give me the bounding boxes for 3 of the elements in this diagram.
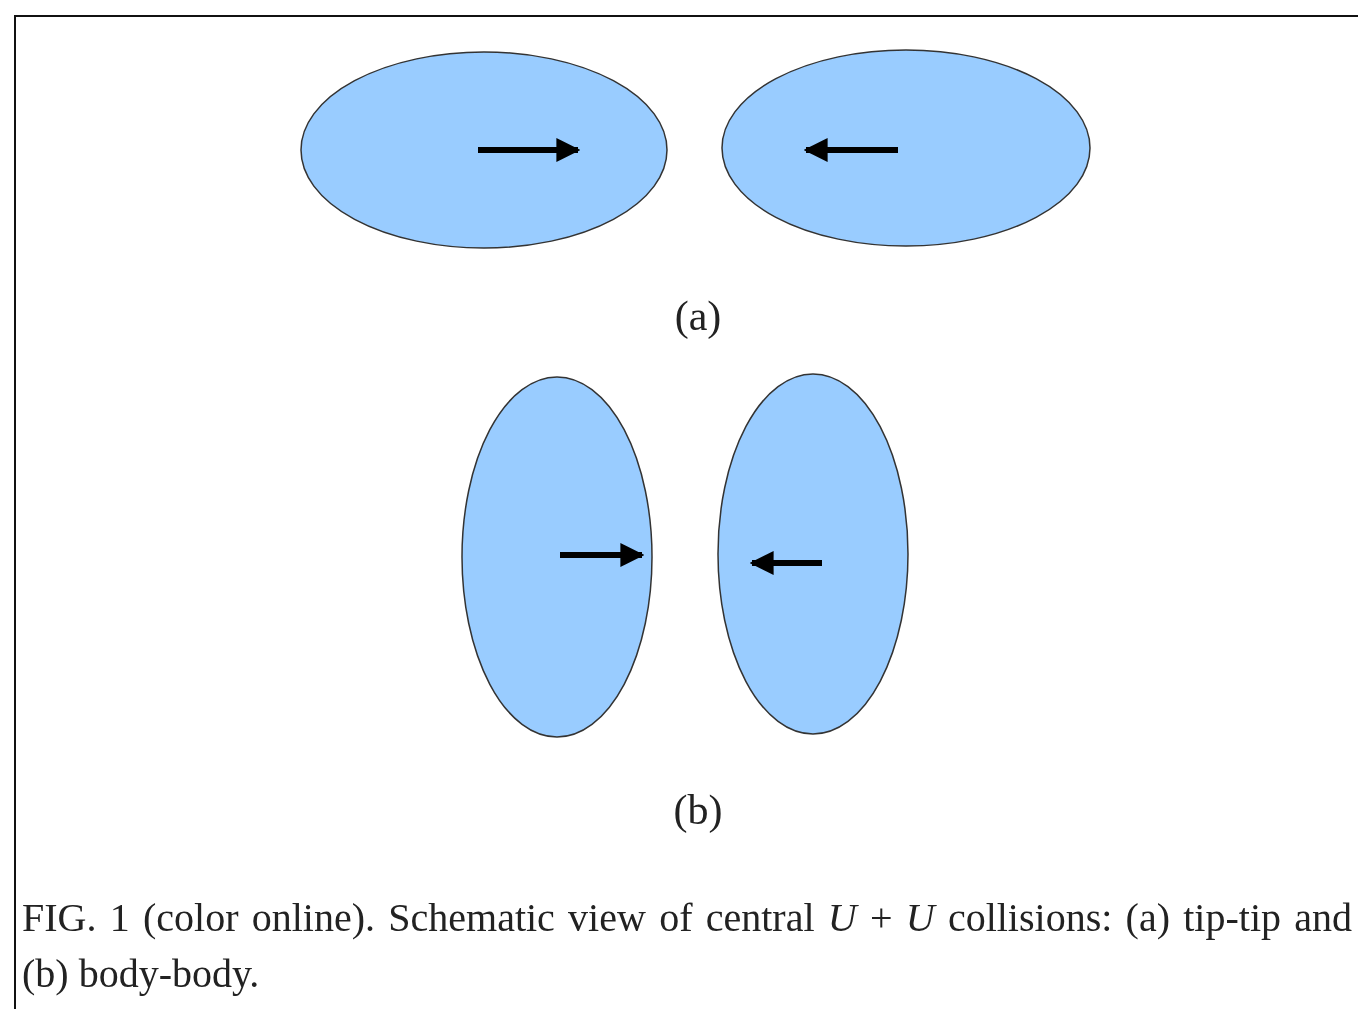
figure-caption: FIG. 1 (color online). Schematic view of central U + U collisions: (a) tip-tip and (b) body-body.: [22, 894, 1352, 998]
panel-label: (b): [673, 786, 723, 834]
panel-label: (a): [674, 292, 722, 340]
